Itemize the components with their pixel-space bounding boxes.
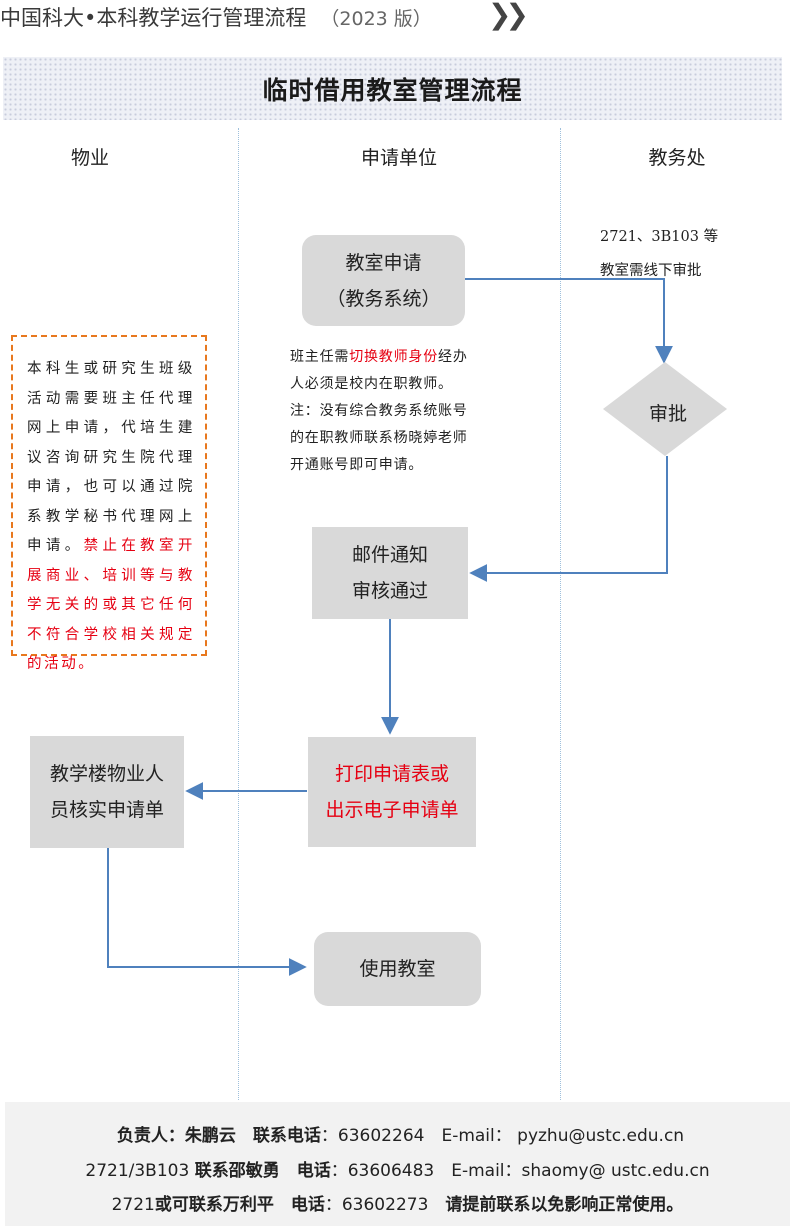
node-approve-label: 审批 <box>648 403 687 425</box>
teacher-note-highlight: 切换教师身份 <box>349 349 439 365</box>
footer-l1-person: 负责人：朱鹏云 <box>116 1126 236 1146</box>
teacher-note-line3: 注：没有综合教务系统账号 <box>290 403 468 419</box>
approve-diamond <box>603 362 727 456</box>
title-banner: 临时借用教室管理流程 <box>3 57 782 120</box>
header-year: （2023 版） <box>320 8 432 30</box>
lane-divider-right <box>560 128 561 1100</box>
footer-l2-person: 联系邵敏勇 电话 <box>194 1161 331 1181</box>
teacher-identity-note: 班主任需切换教师身份经办 人必须是校内在职教师。 注：没有综合教务系统账号 的在… <box>290 344 540 479</box>
footer-line-3: 2721或可联系万利平 电话：63602273 请提前联系以免影响正常使用。 <box>5 1190 790 1215</box>
lane-title-property: 物业 <box>70 147 109 169</box>
header-title-text: 中国科大•本科教学运行管理流程 <box>0 6 307 30</box>
node-email-line1: 邮件通知 <box>351 544 428 566</box>
teacher-note-line2: 人必须是校内在职教师。 <box>290 376 453 392</box>
footer-l3-phone: ：63602273 <box>324 1195 429 1215</box>
footer-l3-reminder: 请提前联系以免影响正常使用。 <box>445 1195 684 1215</box>
node-apply-line2: （教务系统） <box>326 287 441 310</box>
node-classroom-application: 教室申请 （教务系统） <box>302 235 465 326</box>
header-title: 中国科大•本科教学运行管理流程 （2023 版） <box>0 2 432 32</box>
offline-note-line2: 教室需线下审批 <box>600 263 702 279</box>
footer-l3-person: 或可联系万利平 电话 <box>154 1195 325 1215</box>
policy-note-normal: 本科生或研究生班级活动需要班主任代理网上申请，代培生建议咨询研究生院代理申请，也… <box>27 361 195 554</box>
teacher-note-line1: 班主任需切换教师身份经办 <box>290 344 540 371</box>
lane-divider-left <box>238 128 239 1100</box>
offline-note-line1: 2721、3B103 等 <box>600 229 719 245</box>
node-property-verify: 教学楼物业人 员核实申请单 <box>30 736 184 848</box>
arrow-verify-to-use <box>107 848 307 976</box>
class-activity-policy-note: 本科生或研究生班级活动需要班主任代理网上申请，代培生建议咨询研究生院代理申请，也… <box>11 335 207 672</box>
node-print-line2: 出示电子申请单 <box>325 799 459 821</box>
arrow-approve-to-email <box>469 456 668 582</box>
contact-footer: 负责人：朱鹏云 联系电话：63602264 E-mail： pyzhu@ustc… <box>5 1102 790 1226</box>
arrow-apply-to-approve <box>465 278 673 364</box>
node-apply-line1: 教室申请 <box>345 251 422 274</box>
node-email-line2: 审核通过 <box>351 580 428 602</box>
teacher-note-prefix: 班主任需 <box>290 349 350 365</box>
node-email-notification: 邮件通知 审核通过 <box>312 527 468 619</box>
teacher-note-line5: 开通账号即可申请。 <box>290 457 424 473</box>
policy-note-text: 本科生或研究生班级活动需要班主任代理网上申请，代培生建议咨询研究生院代理申请，也… <box>27 355 195 680</box>
offline-approval-note: 2721、3B103 等 教室需线下审批 <box>600 220 740 288</box>
footer-line-2: 2721/3B103 联系邵敏勇 电话：63606483 E-mail：shao… <box>5 1156 790 1181</box>
footer-l3-room: 2721 <box>111 1195 155 1215</box>
double-chevron-icon: ❯❯ <box>488 0 529 31</box>
teacher-note-line4: 的在职教师联系杨晓婷老师 <box>290 430 468 446</box>
footer-l1-phone-label: 联系电话 <box>252 1126 321 1146</box>
node-verify-line1: 教学楼物业人 <box>49 763 164 785</box>
node-use-classroom: 使用教室 <box>314 932 481 1006</box>
lane-title-applicant: 申请单位 <box>360 147 437 169</box>
node-print-application: 打印申请表或 出示电子申请单 <box>308 737 476 847</box>
teacher-note-suffix: 经办 <box>438 349 468 365</box>
footer-line-1: 负责人：朱鹏云 联系电话：63602264 E-mail： pyzhu@ustc… <box>5 1121 790 1146</box>
footer-l2-contact: ：63606483 E-mail：shaomy@ ustc.edu.cn <box>330 1161 710 1181</box>
footer-l1-contact: ：63602264 E-mail： pyzhu@ustc.edu.cn <box>320 1126 685 1146</box>
node-verify-line2: 员核实申请单 <box>49 799 164 821</box>
node-print-line1: 打印申请表或 <box>334 763 449 785</box>
lane-title-academic-office: 教务处 <box>648 147 706 169</box>
policy-note-warning: 禁止在教室开展商业、培训等与教学无关的或其它任何不符合学校相关规定的活动。 <box>27 538 195 672</box>
document-header: 中国科大•本科教学运行管理流程 （2023 版） ❯❯ <box>0 0 560 34</box>
footer-l2-rooms: 2721/3B103 <box>85 1161 190 1181</box>
node-use-label: 使用教室 <box>359 958 436 980</box>
flowchart-title: 临时借用教室管理流程 <box>262 76 523 105</box>
